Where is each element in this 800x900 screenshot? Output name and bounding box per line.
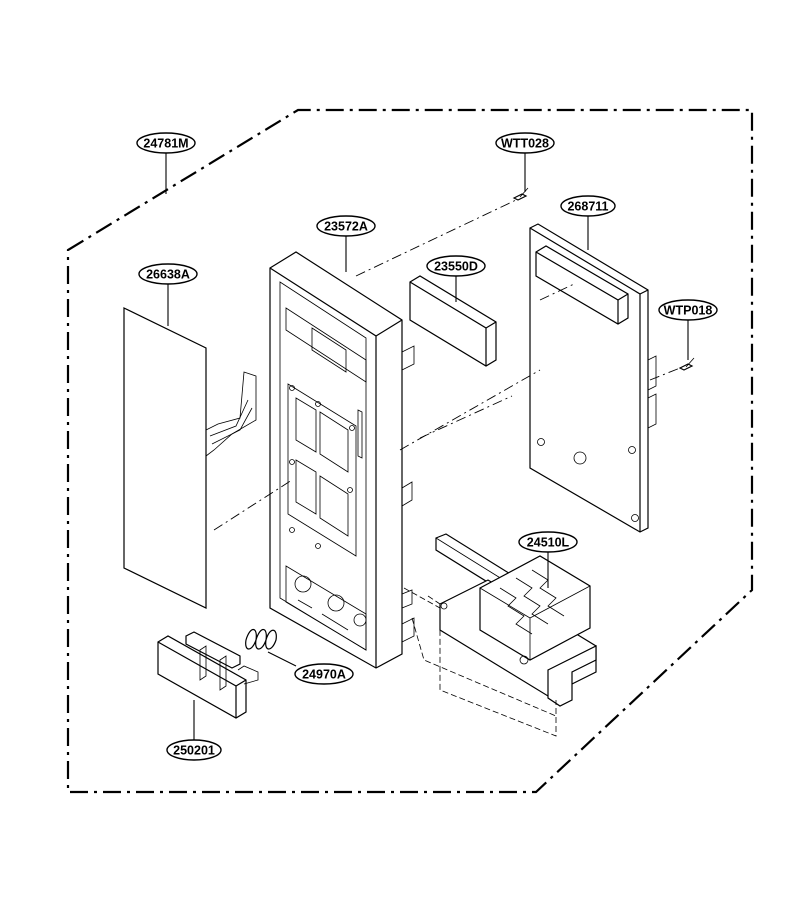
label-23572A: 23572A	[316, 215, 376, 237]
part-door-latch	[435, 533, 597, 707]
label-24510L-text: 24510L	[527, 536, 570, 550]
assembly-boundary	[66, 108, 754, 794]
label-23572A-text: 23572A	[324, 220, 368, 234]
part-push-button	[157, 631, 259, 719]
part-membrane-sheet	[123, 307, 257, 609]
label-23550D-text: 23550D	[434, 260, 478, 274]
leader-lines	[165, 152, 689, 742]
alignment-lines	[213, 199, 681, 737]
part-screw-wtp018	[678, 357, 695, 371]
label-24970A: 24970A	[294, 663, 354, 685]
part-spring	[245, 628, 277, 650]
label-23550D: 23550D	[426, 255, 486, 277]
label-250201: 250201	[166, 739, 222, 761]
label-26638A: 26638A	[138, 263, 198, 285]
part-display-window	[409, 275, 497, 367]
label-WTP018-text: WTP018	[664, 304, 713, 318]
label-24510L: 24510L	[518, 531, 578, 553]
label-250201-text: 250201	[173, 744, 215, 758]
label-WTT028: WTT028	[495, 132, 555, 154]
label-268711-text: 268711	[567, 200, 608, 214]
part-control-panel-frame	[269, 251, 415, 669]
part-screw-wtt028	[512, 187, 529, 201]
label-24781M: 24781M	[136, 132, 196, 154]
label-WTT028-text: WTT028	[501, 137, 549, 151]
label-268711: 268711	[560, 195, 616, 217]
label-WTP018: WTP018	[658, 299, 718, 321]
label-24781M-text: 24781M	[143, 137, 188, 151]
label-24970A-text: 24970A	[302, 668, 346, 682]
part-pcb-assembly	[529, 223, 657, 533]
label-26638A-text: 26638A	[146, 268, 190, 282]
